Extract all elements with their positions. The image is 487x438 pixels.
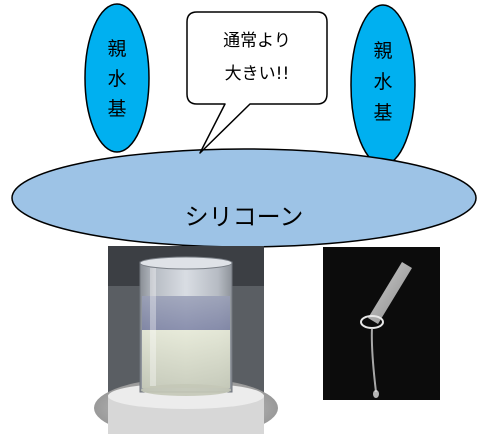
right-hydrophilic-group: 親 水 基: [350, 4, 416, 166]
right-hydrophilic-char-1: 親: [373, 40, 392, 62]
left-hydrophilic-ellipse: [84, 3, 150, 153]
silicone-base-ellipse: [11, 148, 477, 248]
callout-bubble-group: 通常より 大きい!!: [186, 11, 328, 154]
silicone-jar-photo: [94, 246, 278, 438]
left-hydrophilic-char-3: 基: [107, 98, 126, 120]
left-hydrophilic-char-1: 親: [107, 38, 126, 60]
left-hydrophilic-char-2: 水: [107, 68, 126, 90]
callout-bubble: [186, 11, 328, 154]
right-hydrophilic-char-2: 水: [373, 71, 392, 93]
right-hydrophilic-char-3: 基: [373, 102, 392, 124]
silicone-label: シリコーン: [185, 203, 304, 231]
silicone-drop-photo: [323, 247, 440, 400]
callout-line-1: 通常より: [223, 31, 291, 51]
left-hydrophilic-group: 親 水 基: [84, 3, 150, 153]
callout-line-2: 大きい!!: [225, 64, 290, 84]
silicone-base-group: シリコーン: [11, 148, 477, 248]
